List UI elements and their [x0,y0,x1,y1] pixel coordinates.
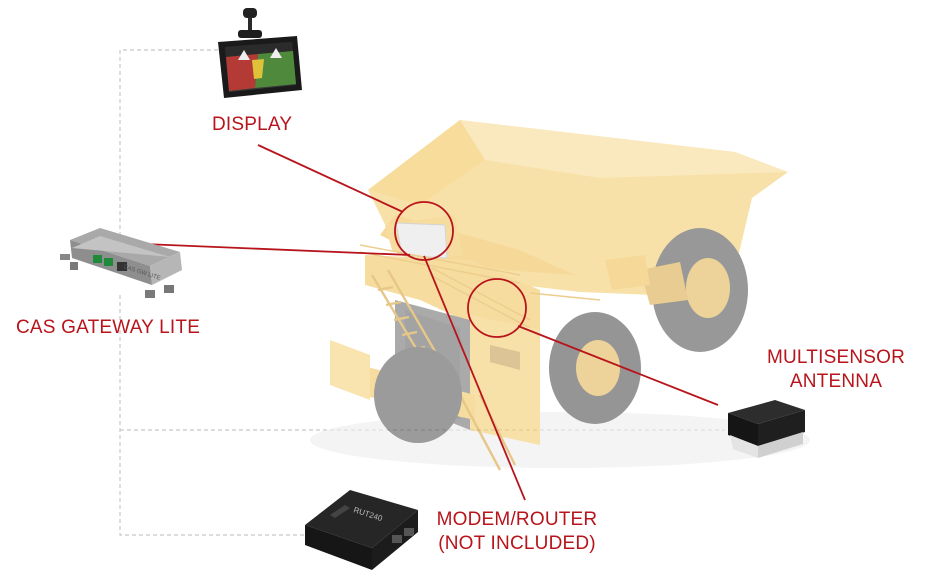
label-multisensor-line2: ANTENNA [789,371,883,392]
haul-truck [310,120,810,471]
label-display: DISPLAY [212,114,293,135]
label-modem: MODEM/ROUTER (NOT INCLUDED) [432,508,602,556]
label-modem-line1: MODEM/ROUTER [436,509,598,530]
callout-lines [143,144,719,501]
label-modem-line2: (NOT INCLUDED) [438,533,596,554]
antenna-device [728,400,805,458]
router-device [305,490,418,570]
label-gateway: CAS GATEWAY LITE [16,317,201,338]
label-multisensor: MULTISENSOR ANTENNA [752,346,920,394]
label-multisensor-line1: MULTISENSOR [766,347,906,368]
gateway-device [60,228,182,298]
display-device [218,8,302,98]
